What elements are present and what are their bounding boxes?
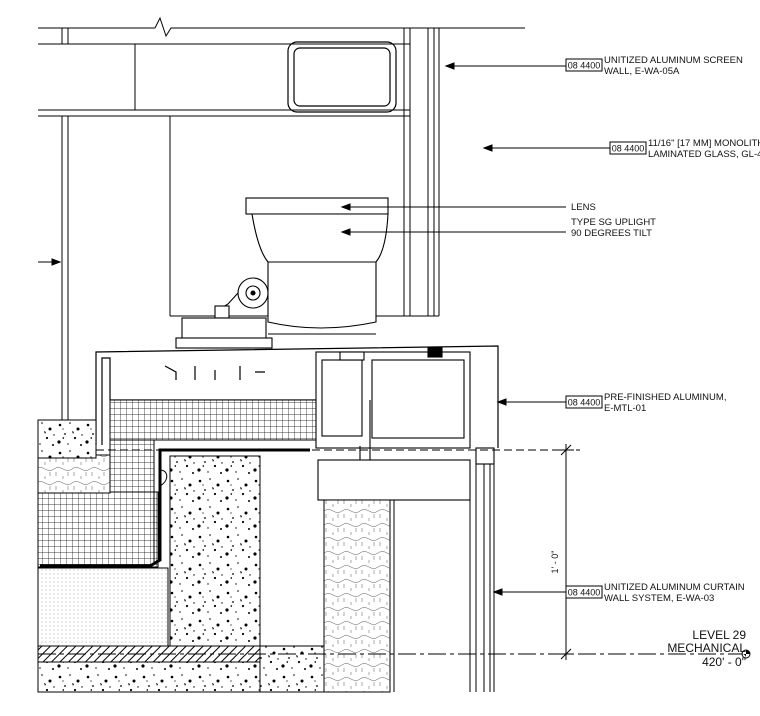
svg-text:90 DEGREES TILT: 90 DEGREES TILT bbox=[571, 228, 652, 239]
svg-text:UNITIZED ALUMINUM SCREEN: UNITIZED ALUMINUM SCREEN bbox=[604, 55, 743, 66]
svg-text:UNITIZED ALUMINUM CURTAIN: UNITIZED ALUMINUM CURTAIN bbox=[604, 582, 745, 593]
callout-lens: LENS bbox=[571, 202, 596, 213]
aluminum-frame bbox=[315, 347, 495, 501]
dimension-line bbox=[560, 444, 574, 660]
level-name: LEVEL 29 bbox=[692, 628, 746, 642]
callout-aluminum: 08 4400 PRE-FINISHED ALUMINUM, E-MTL-01 bbox=[565, 392, 726, 414]
svg-text:WALL SYSTEM, E-WA-03: WALL SYSTEM, E-WA-03 bbox=[604, 593, 714, 604]
svg-text:08 4400: 08 4400 bbox=[568, 61, 601, 71]
svg-text:WALL, E-WA-05A: WALL, E-WA-05A bbox=[604, 66, 680, 77]
level-elevation: 420' - 0" bbox=[702, 655, 746, 669]
callout-screen-wall: 08 4400 UNITIZED ALUMINUM SCREEN WALL, E… bbox=[565, 55, 743, 77]
level-sub: MECHANICAL bbox=[667, 641, 746, 655]
left-column bbox=[38, 116, 69, 420]
svg-text:E-MTL-01: E-MTL-01 bbox=[604, 403, 646, 414]
svg-text:11/16" [17 MM] MONOLITHIC: 11/16" [17 MM] MONOLITHIC bbox=[648, 138, 760, 149]
stone-left bbox=[37, 454, 111, 494]
svg-text:TYPE SG UPLIGHT: TYPE SG UPLIGHT bbox=[571, 217, 656, 228]
drainage-mat bbox=[109, 399, 317, 441]
callout-uplight: TYPE SG UPLIGHT 90 DEGREES TILT bbox=[571, 217, 656, 239]
concrete-bottom-left bbox=[37, 661, 261, 693]
concrete-left bbox=[37, 419, 97, 459]
leader-lines bbox=[340, 62, 610, 596]
svg-text:08 4400: 08 4400 bbox=[612, 144, 645, 154]
concrete-slab-left bbox=[37, 567, 169, 647]
dimension-label: 1' - 0" bbox=[550, 551, 560, 574]
ceiling-beam bbox=[38, 16, 525, 117]
level-marker-icon bbox=[741, 649, 751, 659]
curtain-wall-mullion bbox=[469, 464, 495, 692]
svg-text:LAMINATED GLASS, GL-4: LAMINATED GLASS, GL-4 bbox=[648, 149, 760, 160]
screen-wall-tube bbox=[287, 41, 397, 113]
concrete-lower bbox=[259, 645, 329, 693]
glazing-spandrel bbox=[323, 499, 391, 693]
svg-text:PRE-FINISHED ALUMINUM,: PRE-FINISHED ALUMINUM, bbox=[604, 392, 726, 403]
svg-text:08 4400: 08 4400 bbox=[568, 398, 601, 408]
soil-left bbox=[37, 491, 159, 568]
svg-text:08 4400: 08 4400 bbox=[568, 588, 601, 598]
callout-glass: 08 4400 11/16" [17 MM] MONOLITHIC LAMINA… bbox=[609, 138, 760, 160]
callout-curtain-wall: 08 4400 UNITIZED ALUMINUM CURTAIN WALL S… bbox=[565, 582, 745, 604]
uplight-fixture bbox=[175, 197, 389, 349]
concrete-wall bbox=[169, 455, 261, 649]
svg-text:LENS: LENS bbox=[571, 202, 596, 213]
